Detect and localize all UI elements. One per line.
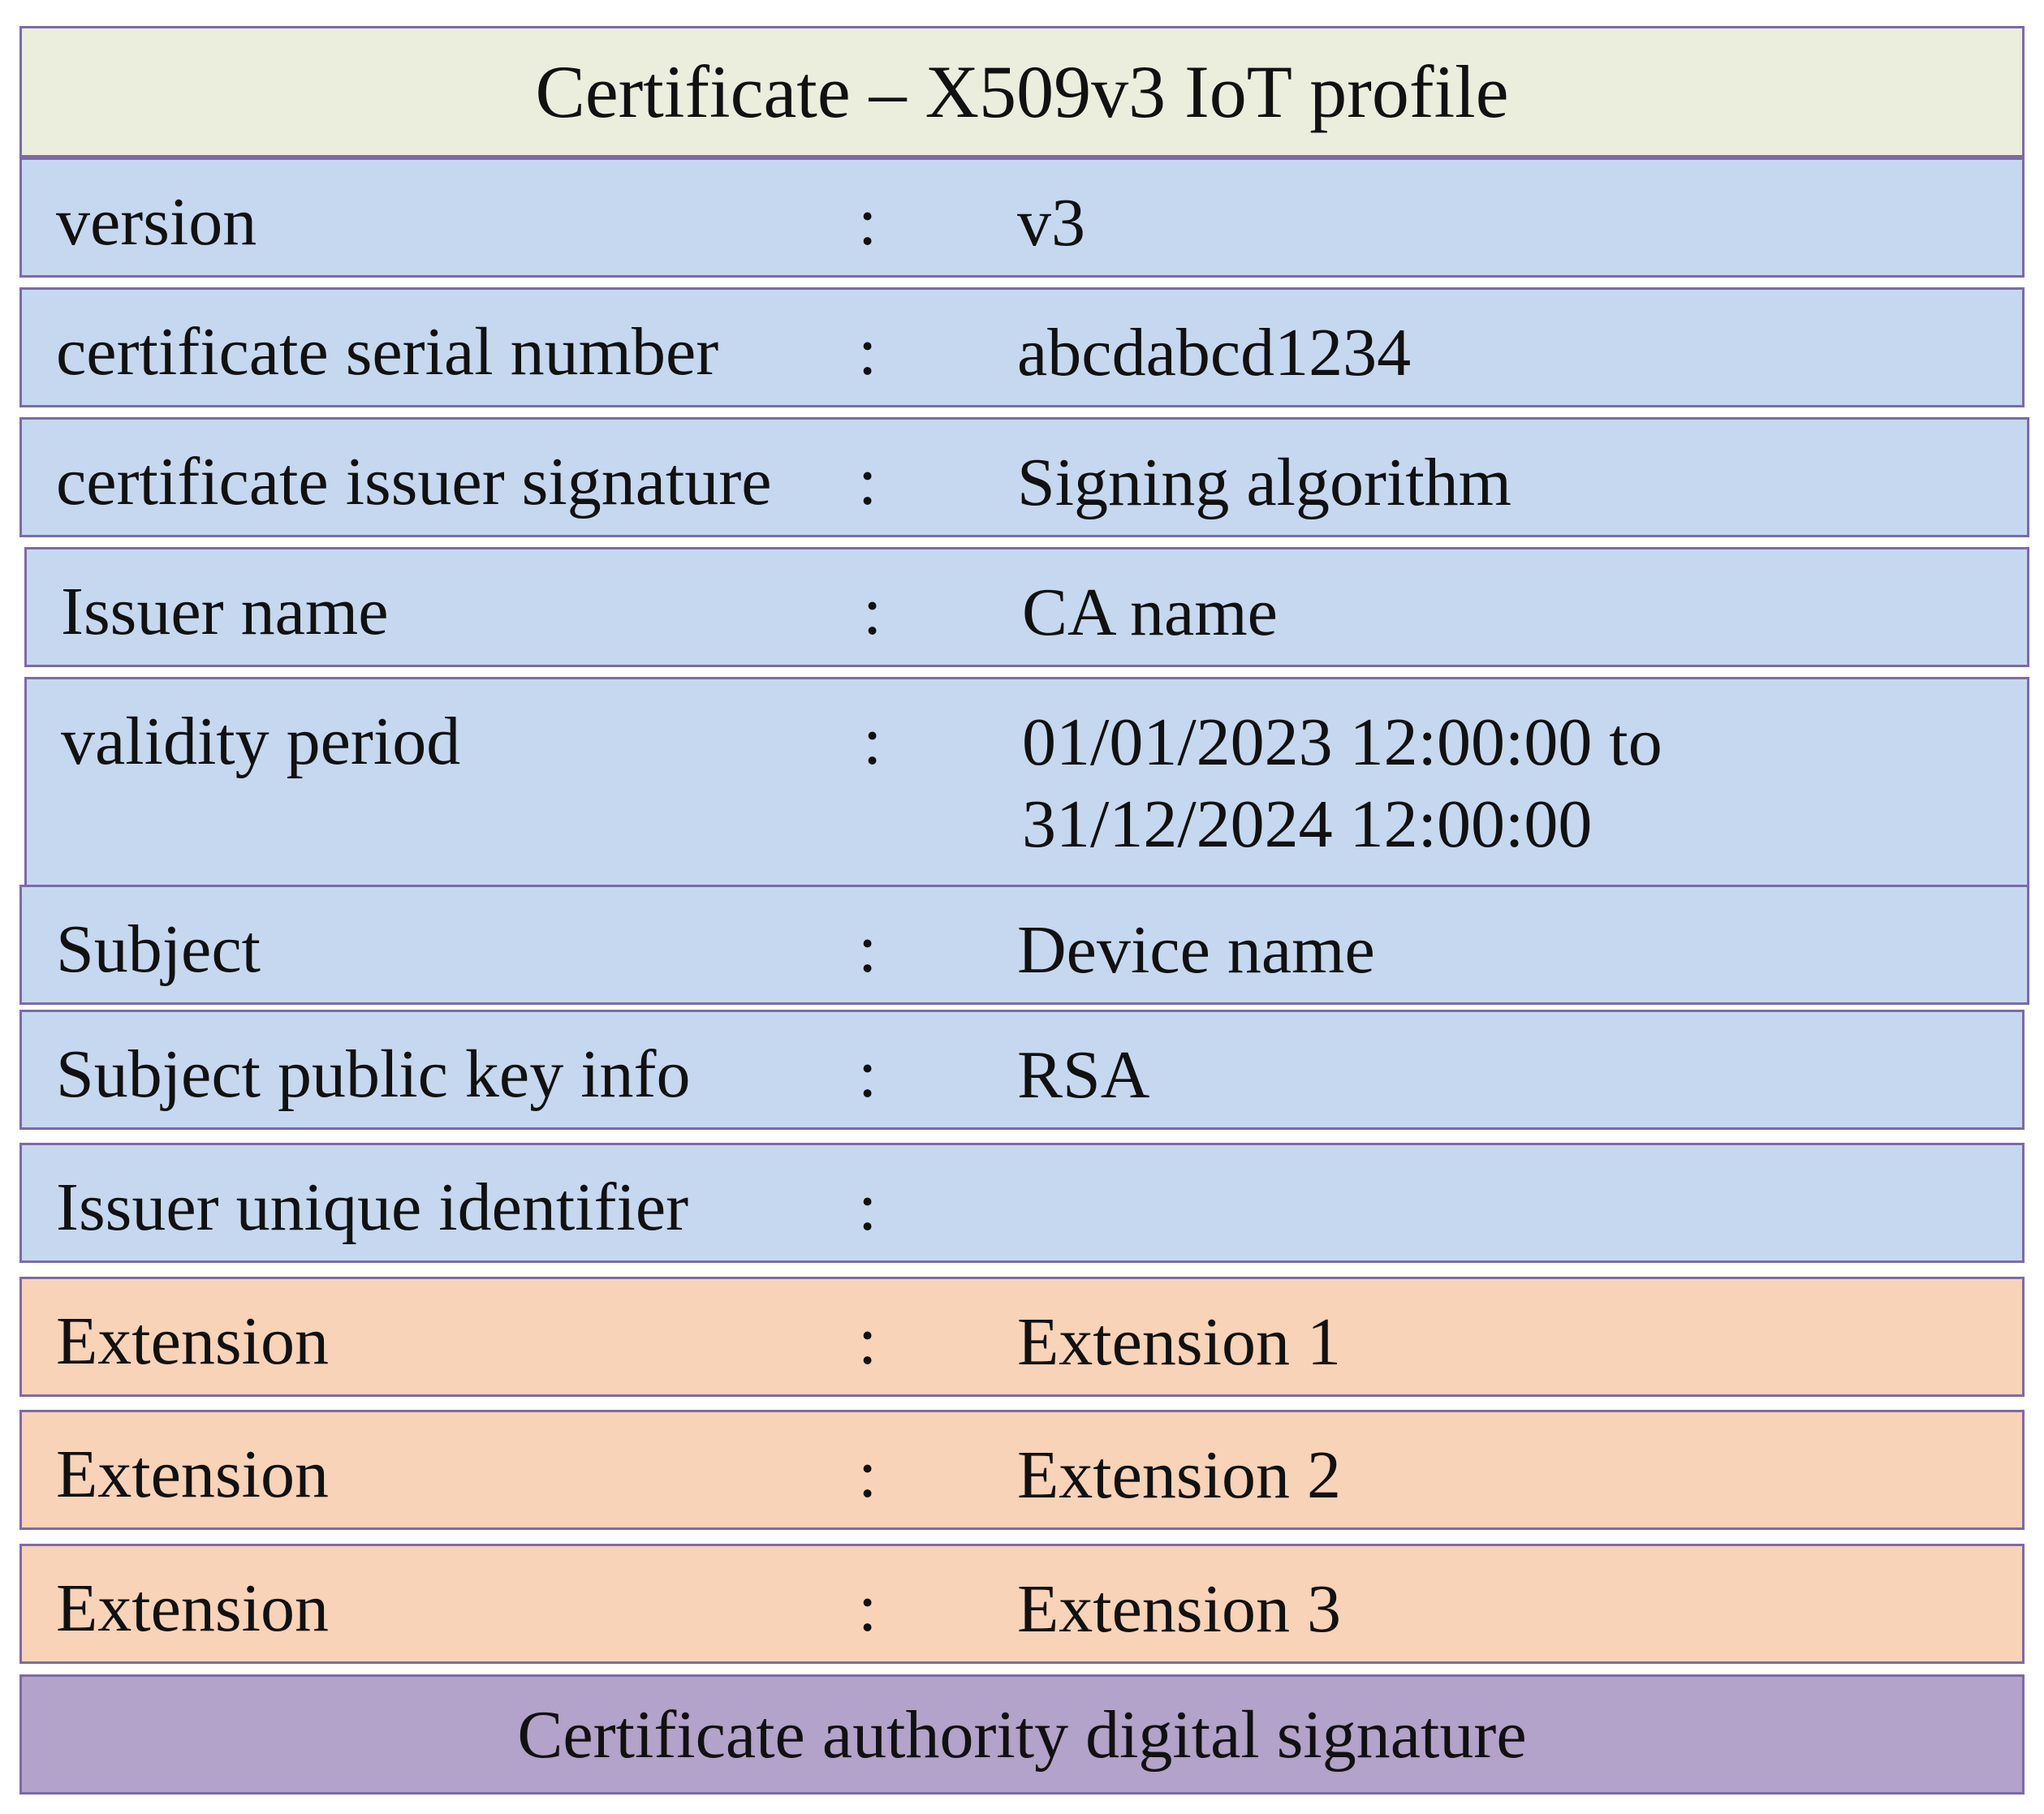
field-label: Subject	[56, 911, 261, 987]
separator-colon: :	[858, 314, 878, 390]
field-value: v3	[1017, 185, 1085, 261]
row-serial-number: certificate serial number : abcdabcd1234	[19, 287, 2025, 407]
field-label: version	[56, 184, 257, 260]
separator-colon: :	[858, 1437, 878, 1512]
separator-colon: :	[858, 1170, 878, 1245]
separator-colon: :	[858, 1571, 878, 1646]
field-value: Device name	[1017, 912, 1375, 988]
row-extension-1: Extension : Extension 1	[19, 1277, 2025, 1397]
row-issuer-name: Issuer name : CA name	[24, 547, 2029, 667]
row-subject: Subject : Device name	[19, 885, 2029, 1005]
field-label: Extension	[56, 1303, 329, 1379]
certificate-title: Certificate – X509v3 IoT profile	[19, 26, 2025, 157]
ca-digital-signature-text: Certificate authority digital signature	[517, 1696, 1527, 1773]
row-subject-public-key: Subject public key info : RSA	[19, 1010, 2025, 1130]
field-value: abcdabcd1234	[1017, 315, 1412, 390]
separator-colon: :	[863, 704, 882, 779]
validity-end: 31/12/2024 12:00:00	[1022, 786, 1593, 862]
field-label: certificate serial number	[56, 314, 719, 390]
field-value: Extension 2	[1017, 1437, 1341, 1513]
field-label: validity period	[61, 704, 461, 779]
row-version: version : v3	[19, 157, 2025, 278]
field-value: RSA	[1017, 1037, 1150, 1113]
row-extension-3: Extension : Extension 3	[19, 1544, 2025, 1664]
field-label: certificate issuer signature	[56, 444, 772, 519]
field-label: Issuer name	[61, 574, 389, 649]
field-value: Extension 1	[1017, 1304, 1341, 1380]
certificate-title-text: Certificate – X509v3 IoT profile	[535, 50, 1509, 133]
row-extension-2: Extension : Extension 2	[19, 1410, 2025, 1530]
field-label: Subject public key info	[56, 1036, 691, 1112]
field-label: Extension	[56, 1571, 329, 1646]
separator-colon: :	[858, 1036, 878, 1112]
field-label: Issuer unique identifier	[56, 1170, 689, 1245]
row-issuer-unique-identifier: Issuer unique identifier :	[19, 1143, 2025, 1263]
separator-colon: :	[858, 911, 878, 987]
row-issuer-signature: certificate issuer signature : Signing a…	[19, 417, 2029, 537]
separator-colon: :	[863, 574, 882, 649]
field-value: 01/01/2023 12:00:00 to 31/12/2024 12:00:…	[1022, 702, 1662, 866]
field-value: CA name	[1022, 575, 1278, 650]
separator-colon: :	[858, 1303, 878, 1379]
separator-colon: :	[858, 184, 878, 260]
validity-start: 01/01/2023 12:00:00 to	[1022, 704, 1662, 780]
field-value: Extension 3	[1017, 1571, 1341, 1647]
row-validity-period: validity period : 01/01/2023 12:00:00 to…	[24, 677, 2029, 891]
field-label: Extension	[56, 1437, 329, 1512]
field-value: Signing algorithm	[1017, 445, 1511, 520]
ca-digital-signature: Certificate authority digital signature	[19, 1674, 2025, 1795]
separator-colon: :	[858, 444, 878, 519]
